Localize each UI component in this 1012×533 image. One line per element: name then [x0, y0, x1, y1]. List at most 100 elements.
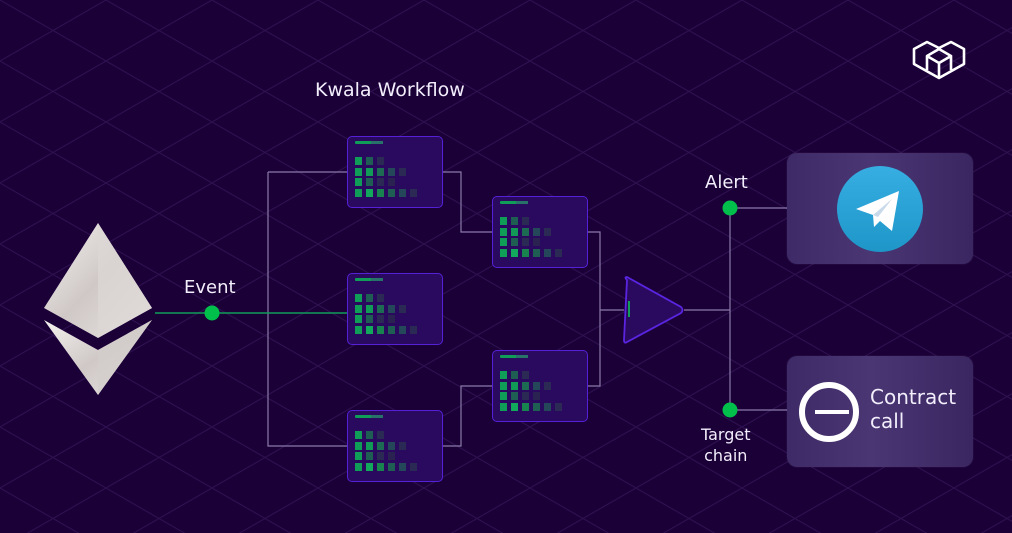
activity-cell [500, 371, 507, 379]
alert-label: Alert [705, 172, 748, 193]
contract-call-text: Contract call [870, 385, 956, 433]
target-chain-dot [722, 402, 738, 418]
activity-cell [366, 167, 373, 176]
activity-cell [366, 431, 373, 439]
connector-outputs [684, 207, 788, 411]
activity-cell [399, 325, 406, 334]
activity-cell [355, 452, 362, 460]
workflow-node-1[interactable] [347, 136, 443, 208]
activity-cell [377, 178, 384, 186]
activity-cell [533, 381, 540, 390]
activity-cell [500, 238, 507, 246]
activity-cell [377, 188, 384, 197]
telegram-icon [837, 166, 923, 252]
activity-cell [366, 441, 373, 450]
activity-cell [522, 217, 529, 225]
activity-cell [355, 167, 362, 176]
activity-cell [355, 431, 362, 439]
activity-cell [388, 304, 395, 313]
activity-cell [355, 157, 362, 165]
activity-cell [355, 441, 362, 450]
activity-cell [366, 188, 373, 197]
activity-cell [388, 325, 395, 334]
activity-cell [511, 392, 518, 400]
activity-cell [366, 452, 373, 460]
event-label: Event [184, 277, 236, 298]
activity-cell [544, 402, 551, 411]
activity-cell [399, 462, 406, 471]
activity-cell [366, 304, 373, 313]
activity-cell [355, 462, 362, 471]
activity-cell [410, 325, 417, 334]
activity-cell [377, 431, 384, 439]
activity-cell [410, 188, 417, 197]
workflow-node-3[interactable] [347, 410, 443, 482]
activity-cell [500, 248, 507, 257]
kwala-logo-icon [912, 40, 966, 80]
contract-call-icon [799, 382, 859, 442]
activity-cell [377, 294, 384, 302]
activity-cell [544, 381, 551, 390]
workflow-node-2[interactable] [347, 273, 443, 345]
activity-cell [388, 441, 395, 450]
target-label-line2: chain [704, 446, 748, 465]
activity-cell [377, 157, 384, 165]
activity-cell [377, 325, 384, 334]
workflow-title: Kwala Workflow [315, 79, 465, 101]
activity-cell [533, 402, 540, 411]
activity-cell [366, 325, 373, 334]
activity-cell [388, 188, 395, 197]
activity-cell [366, 157, 373, 165]
activity-cell [366, 294, 373, 302]
activity-cell [388, 178, 395, 186]
activity-cell [544, 227, 551, 236]
activity-cell [355, 178, 362, 186]
activity-cell [399, 441, 406, 450]
activity-cell [377, 452, 384, 460]
target-chain-label: Target chain [701, 424, 751, 466]
activity-cell [522, 381, 529, 390]
activity-cell [500, 217, 507, 225]
activity-cell [366, 178, 373, 186]
activity-cell [511, 402, 518, 411]
activity-cell [533, 392, 540, 400]
telegram-alert-card[interactable] [787, 153, 973, 264]
activity-cell [366, 462, 373, 471]
activity-cell [533, 227, 540, 236]
activity-cell [522, 238, 529, 246]
activity-cell [377, 441, 384, 450]
workflow-node-4[interactable] [492, 196, 588, 268]
activity-cell [377, 167, 384, 176]
activity-cell [511, 371, 518, 379]
activity-cell [388, 452, 395, 460]
contract-call-card[interactable]: Contract call [787, 356, 973, 467]
alert-dot [722, 200, 738, 216]
contract-text-line2: call [870, 409, 905, 433]
activity-cell [355, 188, 362, 197]
connector-source-branches [267, 171, 347, 447]
activity-cell [555, 248, 562, 257]
ethereum-logo [44, 223, 152, 395]
activity-cell [377, 315, 384, 323]
activity-cell [377, 304, 384, 313]
merge-triangle [623, 276, 684, 344]
activity-cell [522, 248, 529, 257]
activity-cell [533, 248, 540, 257]
activity-cell [388, 315, 395, 323]
activity-cell [410, 462, 417, 471]
activity-cell [511, 381, 518, 390]
activity-cell [388, 167, 395, 176]
activity-cell [544, 248, 551, 257]
contract-text-line1: Contract [870, 385, 957, 409]
workflow-node-5[interactable] [492, 350, 588, 422]
activity-cell [555, 402, 562, 411]
event-dot [204, 305, 220, 321]
activity-cell [377, 462, 384, 471]
activity-cell [388, 462, 395, 471]
activity-cell [522, 402, 529, 411]
activity-cell [511, 238, 518, 246]
activity-cell [500, 227, 507, 236]
activity-cell [355, 294, 362, 302]
activity-cell [366, 315, 373, 323]
